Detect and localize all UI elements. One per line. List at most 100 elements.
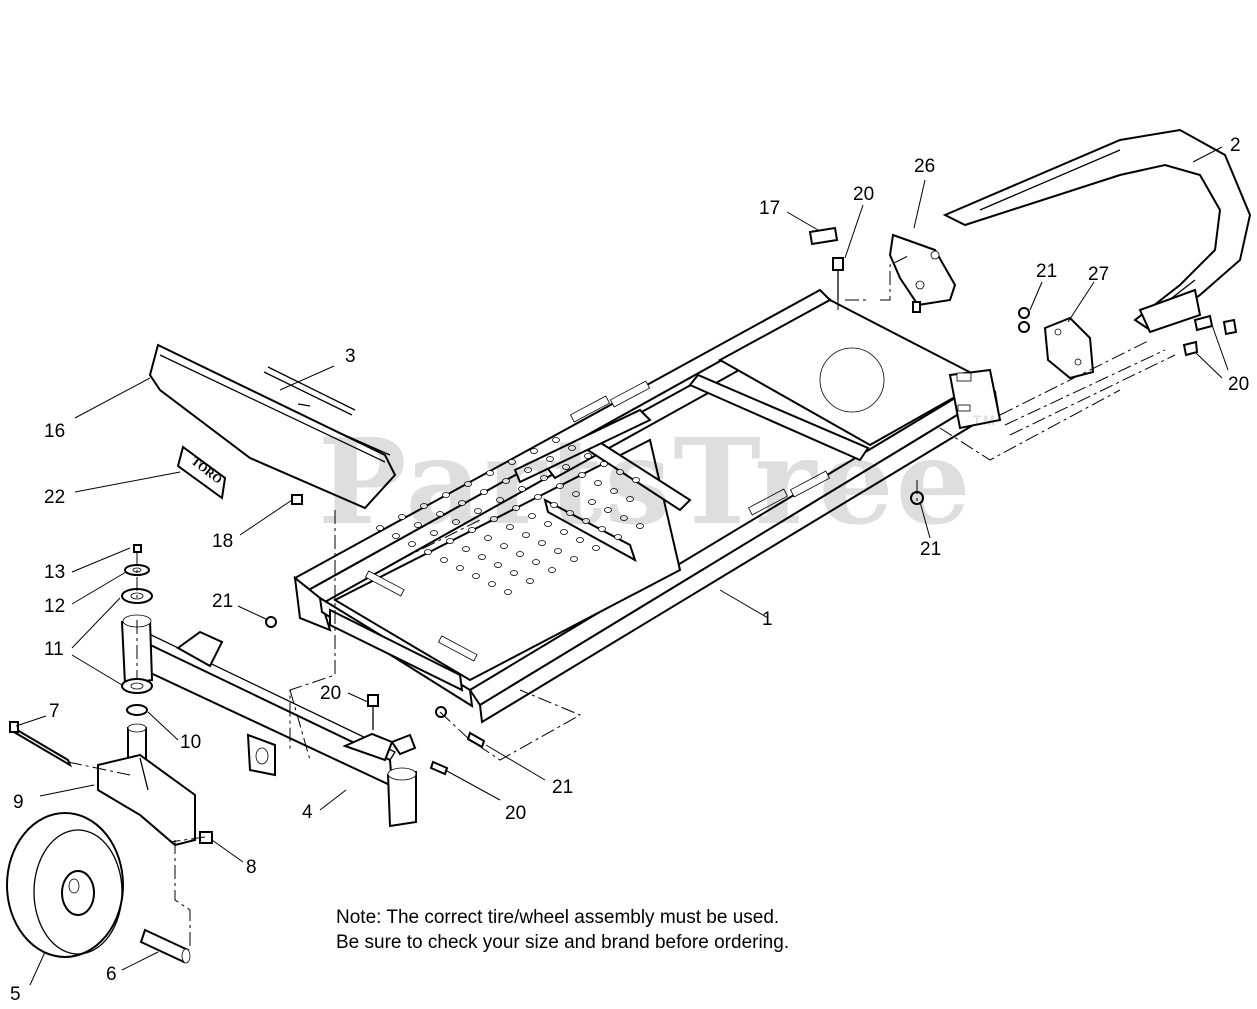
floor-hole xyxy=(552,437,560,443)
mount-bracket-26 xyxy=(888,233,957,313)
caster-fork xyxy=(9,721,213,847)
front-axle xyxy=(120,614,417,828)
floor-hole xyxy=(392,533,400,539)
floor-hole xyxy=(636,523,644,529)
floor-hole xyxy=(604,507,612,513)
floor-hole xyxy=(528,513,536,519)
floor-hole xyxy=(408,541,416,547)
floor-hole xyxy=(540,475,548,481)
floor-hole xyxy=(502,478,510,484)
callout-8: 8 xyxy=(246,857,257,878)
floor-hole xyxy=(494,562,502,568)
floor-hole xyxy=(504,589,512,595)
floor-hole xyxy=(506,524,514,530)
callout-21-front: 21 xyxy=(552,777,574,798)
floor-hole xyxy=(472,573,480,579)
callout-7: 7 xyxy=(49,701,60,722)
floor-hole xyxy=(518,486,526,492)
floor-hole xyxy=(562,464,570,470)
floor-hole xyxy=(464,481,472,487)
floor-hole xyxy=(534,494,542,500)
axle-spacer xyxy=(139,928,191,964)
floor-hole xyxy=(424,549,432,555)
floor-hole xyxy=(376,525,384,531)
floor-hole xyxy=(490,516,498,522)
floor-hole xyxy=(560,529,568,535)
callout-5: 5 xyxy=(10,984,21,1005)
callout-26: 26 xyxy=(914,156,936,177)
callout-21-right: 21 xyxy=(920,539,942,560)
floor-hole xyxy=(500,543,508,549)
floor-hole xyxy=(582,518,590,524)
floor-hole xyxy=(584,453,592,459)
floor-hole xyxy=(524,467,532,473)
floor-hole xyxy=(486,470,494,476)
decal-strip xyxy=(263,366,356,416)
floor-hole xyxy=(526,578,534,584)
floor-hole xyxy=(508,459,516,465)
floor-hole xyxy=(446,538,454,544)
floor-hole xyxy=(452,519,460,525)
floor-hole xyxy=(430,530,438,536)
floor-hole xyxy=(458,500,466,506)
floor-hole xyxy=(532,559,540,565)
callout-17: 17 xyxy=(759,198,781,219)
callout-3: 3 xyxy=(345,346,356,367)
callout-20-front: 20 xyxy=(505,803,527,824)
floor-hole xyxy=(548,567,556,573)
floor-hole xyxy=(610,488,618,494)
callout-21-top: 21 xyxy=(1036,261,1058,282)
floor-hole xyxy=(546,456,554,462)
alignment-lines xyxy=(67,254,1176,950)
floor-hole xyxy=(566,510,574,516)
floor-hole xyxy=(516,551,524,557)
callout-12: 12 xyxy=(44,596,66,617)
note-line-2: Be sure to check your size and brand bef… xyxy=(336,932,790,953)
caster-wheel xyxy=(6,812,124,958)
callout-11: 11 xyxy=(44,639,64,660)
floor-hole xyxy=(588,499,596,505)
floor-hole xyxy=(398,514,406,520)
floor-hole xyxy=(462,546,470,552)
floor-hole xyxy=(440,557,448,563)
floor-hole xyxy=(556,483,564,489)
callout-10: 10 xyxy=(180,732,202,753)
floor-hole xyxy=(568,445,576,451)
floor-hole xyxy=(468,527,476,533)
floor-hole xyxy=(632,477,640,483)
floor-hole xyxy=(570,556,578,562)
floor-hole xyxy=(620,515,628,521)
floor-hole xyxy=(484,535,492,541)
mount-bracket-27 xyxy=(1043,316,1095,380)
callout-1: 1 xyxy=(762,609,773,630)
toro-decal: TORO xyxy=(176,445,227,500)
floor-hole xyxy=(572,491,580,497)
floor-hole xyxy=(554,548,562,554)
floor-hole xyxy=(510,570,518,576)
callout-4: 4 xyxy=(302,802,313,823)
floor-hole xyxy=(550,502,558,508)
floor-hole xyxy=(592,545,600,551)
floor-hole xyxy=(626,496,634,502)
floor-hole xyxy=(600,461,608,467)
callout-2: 2 xyxy=(1230,135,1241,156)
main-frame xyxy=(293,288,1002,724)
callout-13: 13 xyxy=(44,562,66,583)
floor-hole xyxy=(598,526,606,532)
callout-16: 16 xyxy=(44,421,66,442)
callout-9: 9 xyxy=(13,792,24,813)
floor-hole xyxy=(480,489,488,495)
floor-hole xyxy=(530,448,538,454)
hardware xyxy=(265,257,1238,776)
floor-hole xyxy=(538,540,546,546)
floor-hole xyxy=(544,521,552,527)
floor-hole xyxy=(474,508,482,514)
floor-hole xyxy=(436,511,444,517)
leader-lines xyxy=(15,146,1229,986)
floor-hole xyxy=(488,581,496,587)
callout-6: 6 xyxy=(106,964,117,985)
ordering-note: Note: The correct tire/wheel assembly mu… xyxy=(336,905,789,955)
callout-21-left: 21 xyxy=(212,591,234,612)
callout-20-top: 20 xyxy=(853,184,875,205)
